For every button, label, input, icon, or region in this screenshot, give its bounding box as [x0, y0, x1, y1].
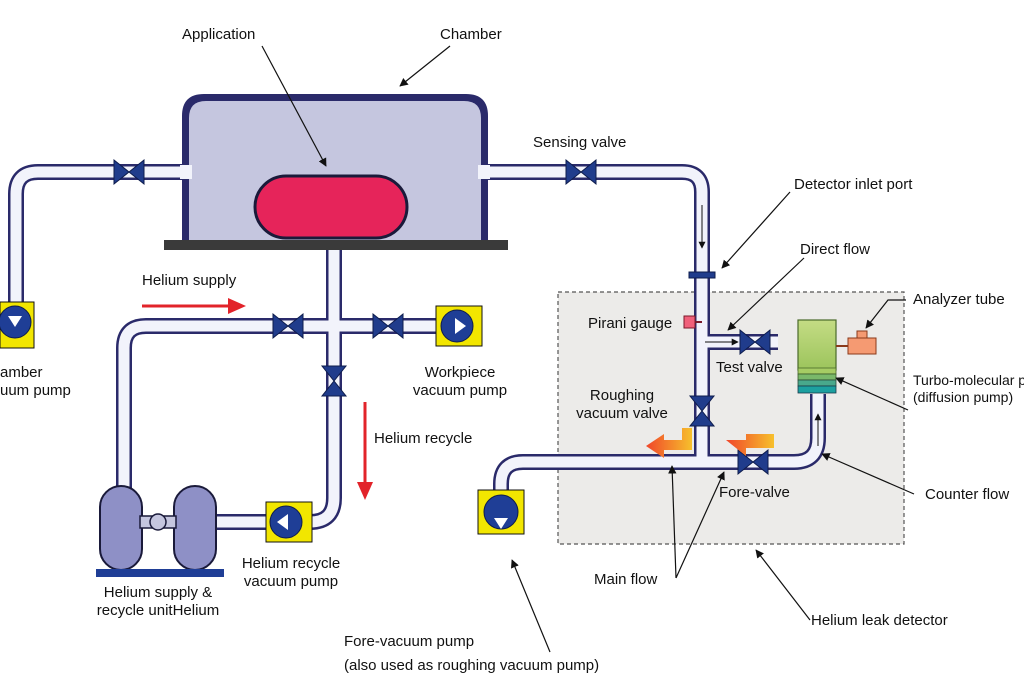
pirani-gauge-icon [683, 315, 696, 329]
pirani-gauge-label: Pirani gauge [588, 315, 673, 332]
helium-supply-arrow [142, 298, 246, 314]
recycle-valve-icon[interactable] [320, 365, 348, 397]
sensing-valve-icon[interactable] [565, 158, 597, 186]
helium-recycle-vacuum-pump-icon[interactable] [265, 501, 313, 543]
chamber-valve-icon[interactable] [113, 158, 145, 186]
leader-detector-inlet [721, 191, 791, 269]
supply-valve-icon[interactable] [272, 312, 304, 340]
main-flow-label: Main flow [594, 571, 658, 588]
unit-label-line2: recycle unitHelium [96, 602, 220, 619]
direct-flow-label: Direct flow [800, 241, 871, 258]
helium-recycle-label: Helium recycle [374, 430, 473, 447]
workpiece-pump-label-line1: Workpiece [424, 364, 496, 381]
leader-chamber [399, 45, 451, 87]
main-flow-arrows [646, 428, 774, 458]
fore-valve-label: Fore-valve [719, 484, 790, 501]
roughing-valve-label-line1: Roughing [589, 387, 655, 404]
workpiece-valve-icon[interactable] [372, 312, 404, 340]
application-label: Application [182, 26, 256, 43]
leader-fore-pump [511, 559, 551, 653]
analyzer-tube-icon [836, 330, 877, 355]
detector-inlet-port-icon [688, 271, 716, 279]
leader-application [261, 45, 327, 167]
helium-leak-detector-label: Helium leak detector [811, 612, 948, 629]
sensing-valve-label: Sensing valve [533, 134, 627, 151]
fore-pump-label-line2: (also used as roughing vacuum pump) [344, 657, 600, 674]
helium-supply-recycle-unit [96, 485, 224, 577]
test-valve-icon[interactable] [739, 328, 771, 356]
chamber-pump-label-line1: amber [0, 364, 43, 381]
chamber-vacuum-pump-icon[interactable] [0, 301, 35, 349]
recycle-pump-label-line1: Helium recycle [241, 555, 341, 572]
analyzer-tube-label: Analyzer tube [913, 291, 1005, 308]
leader-main-flow-a [668, 465, 677, 579]
leader-analyzer [865, 299, 906, 329]
leader-helium-leak-detector [755, 549, 811, 621]
turbo-pump-label-line2: (diffusion pump) [913, 389, 1014, 405]
helium-recycle-arrow [357, 402, 373, 500]
leader-main-flow-b [675, 471, 725, 579]
fore-pump-label-line1: Fore-vacuum pump [344, 633, 475, 650]
application-vessel [253, 174, 409, 240]
fore-valve-icon[interactable] [737, 448, 769, 476]
counter-flow-label: Counter flow [925, 486, 1010, 503]
recycle-pump-label-line2: vacuum pump [243, 573, 339, 590]
roughing-valve-icon[interactable] [688, 395, 716, 427]
turbo-pump-label-line1: Turbo-molecular p [913, 372, 1024, 388]
leader-turbo [835, 377, 909, 411]
chamber-pump-label-line2: uum pump [0, 382, 71, 399]
leader-direct-flow [727, 257, 805, 331]
turbo-molecular-pump-icon [797, 319, 837, 394]
test-valve-label: Test valve [716, 359, 783, 376]
helium-supply-label: Helium supply [142, 272, 237, 289]
fore-vacuum-pump-icon[interactable] [477, 489, 525, 535]
roughing-valve-label-line2: vacuum valve [576, 405, 668, 422]
chamber-label: Chamber [440, 26, 502, 43]
unit-label-line1: Helium supply & [103, 584, 213, 601]
workpiece-pump-label-line2: vacuum pump [412, 382, 508, 399]
workpiece-vacuum-pump-icon[interactable] [435, 305, 483, 347]
detector-inlet-port-label: Detector inlet port [794, 176, 913, 193]
leader-counter-flow [821, 453, 915, 495]
